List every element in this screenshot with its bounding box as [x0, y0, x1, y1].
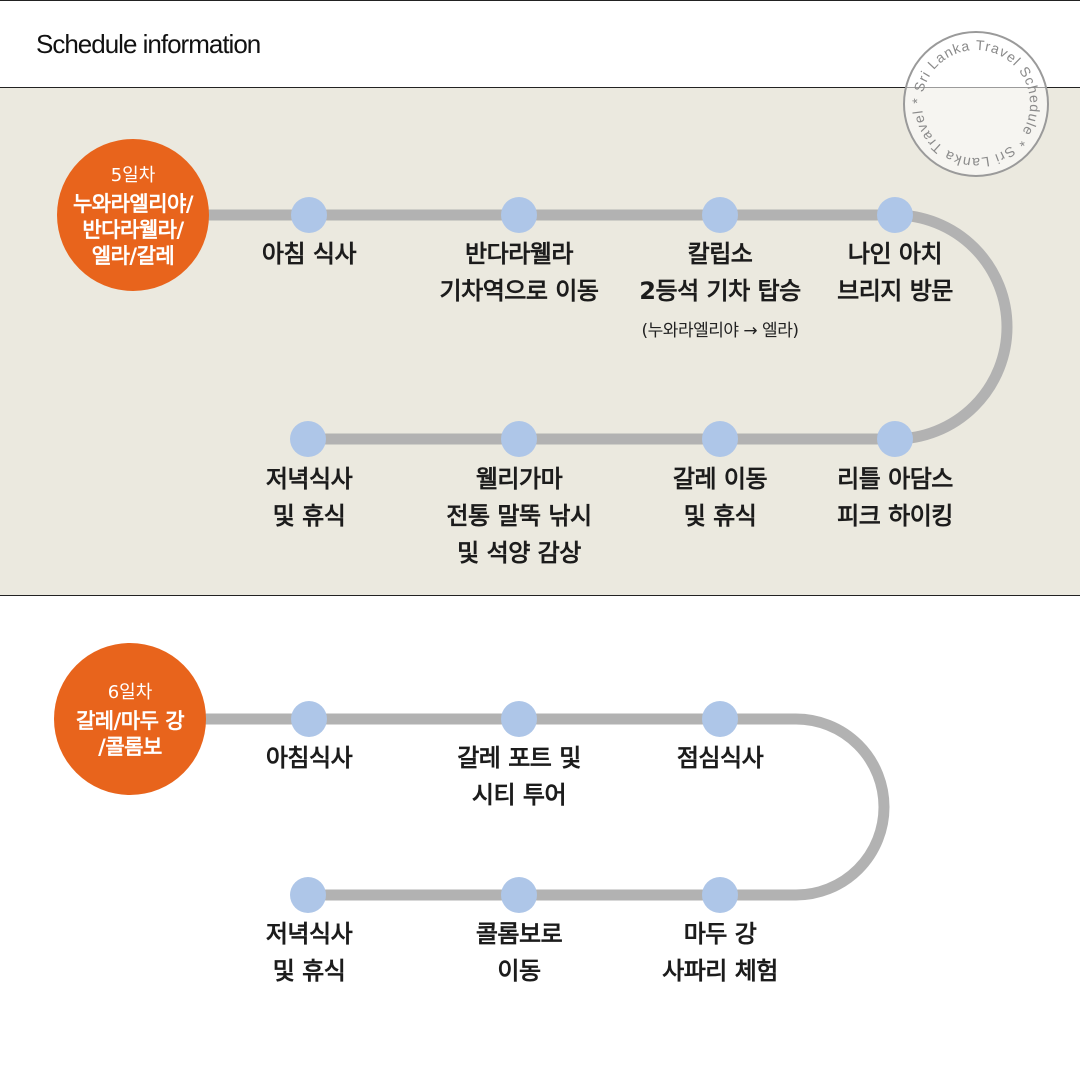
- day5-stop-dinner-rest: 저녁식사 및 휴식: [265, 465, 353, 530]
- day6-stop-move-to-colombo: 콜롬보로 이동: [475, 920, 563, 985]
- day6-stop-breakfast: 아침식사: [265, 744, 353, 772]
- day6-node-4: [702, 877, 738, 913]
- day6-node-2: [501, 701, 537, 737]
- day6-day-number: 6일차: [107, 682, 153, 703]
- day5-stop-nine-arch-bridge: 나인 아치 브리지 방문: [837, 240, 953, 305]
- day6-node-1: [291, 701, 327, 737]
- day5-stop-galle-move-rest: 갈레 이동 및 휴식: [672, 465, 768, 530]
- day5-node-4: [877, 197, 913, 233]
- day6-badge: 6일차 갈레/마두 강 /콜롬보: [54, 643, 206, 795]
- day6-node-6: [290, 877, 326, 913]
- sri-lanka-travel-stamp: * Sri Lanka Travel Schedule * Sri Lanka …: [903, 31, 1049, 177]
- day6-stop-galle-fort-tour: 갈레 포트 및 시티 투어: [457, 744, 581, 809]
- day6-node-5: [501, 877, 537, 913]
- day5-stop-little-adams-peak: 리틀 아담스 피크 하이킹: [837, 465, 953, 530]
- page-title: Schedule information: [36, 29, 261, 59]
- day6-stop-madu-river-safari: 마두 강 사파리 체험: [662, 920, 778, 985]
- day6-stop-lunch: 점심식사: [676, 744, 764, 772]
- day5-node-5: [877, 421, 913, 457]
- day5-stop-breakfast: 아침 식사: [261, 240, 357, 268]
- day5-stop-weligama-stilt-fishing: 웰리가마 전통 말뚝 낚시 및 석양 감상: [446, 465, 592, 567]
- day5-node-7: [501, 421, 537, 457]
- day6-stop-dinner-rest: 저녁식사 및 휴식: [265, 920, 353, 985]
- header-bar: Schedule information: [0, 0, 1080, 88]
- day5-node-8: [290, 421, 326, 457]
- day5-train-route-note: (누와라엘리야 → 엘라): [641, 321, 799, 341]
- day6-node-3: [702, 701, 738, 737]
- day5-stop-calypso-train: 칼립소 2등석 기차 탑승: [639, 240, 801, 305]
- day5-places: 누와라엘리야/ 반다라웰라/ 엘라/갈레: [72, 192, 194, 268]
- day5-node-6: [702, 421, 738, 457]
- day5-stop-bandarawela-station: 반다라웰라 기차역으로 이동: [439, 240, 599, 305]
- day5-node-3: [702, 197, 738, 233]
- day6-places: 갈레/마두 강 /콜롬보: [75, 709, 185, 759]
- day5-badge: 5일차 누와라엘리야/ 반다라웰라/ 엘라/갈레: [57, 139, 209, 291]
- day5-route-line: [200, 209, 1013, 445]
- day5-day-number: 5일차: [110, 165, 156, 186]
- day6-route-line: [200, 713, 890, 901]
- day5-node-2: [501, 197, 537, 233]
- day5-node-1: [291, 197, 327, 233]
